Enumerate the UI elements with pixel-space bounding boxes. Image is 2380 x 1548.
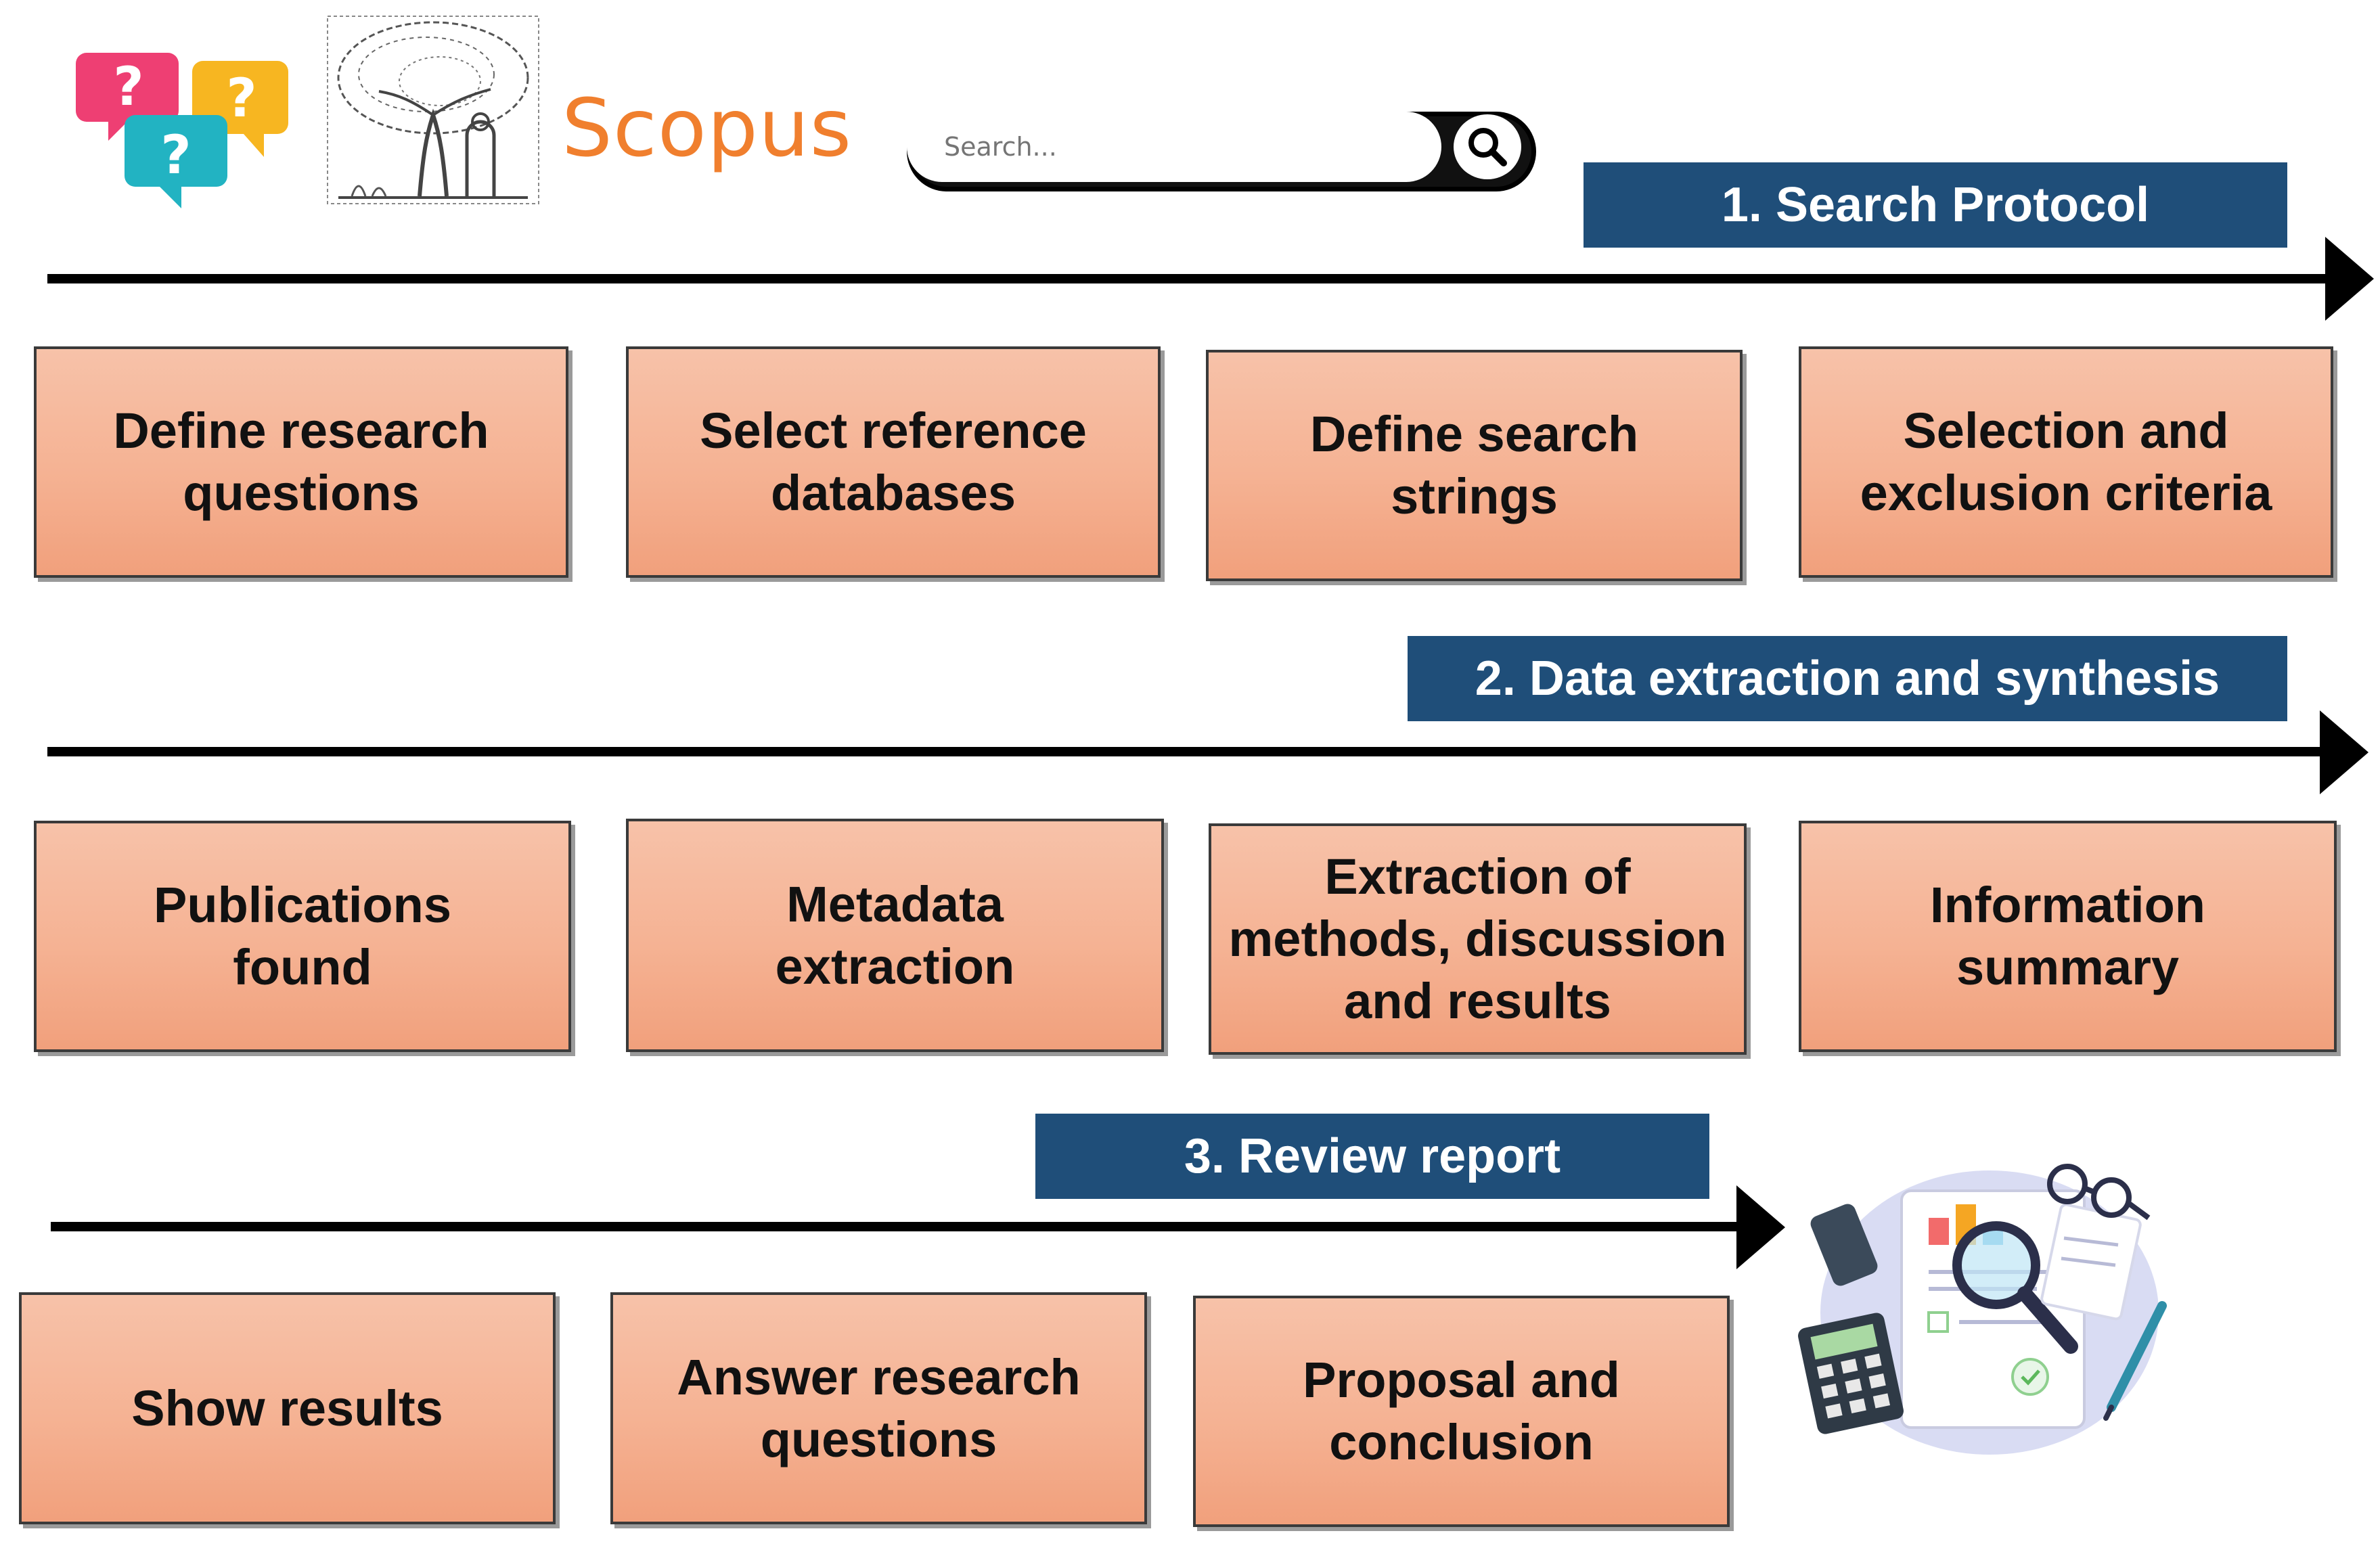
stage-arrow-1-head [2325, 237, 2374, 321]
stage-arrow-3-head [1736, 1185, 1785, 1269]
stage-banner-data-extraction: 2. Data extraction and synthesis [1408, 636, 2287, 721]
search-button[interactable] [1454, 114, 1521, 179]
stage-arrow-2-head [2320, 710, 2368, 794]
search-input[interactable] [907, 112, 1441, 182]
question-bubbles-icon: ? ? ? [76, 53, 288, 208]
step-define-search-strings: Define search strings [1206, 350, 1743, 581]
stage-arrow-1-line [47, 274, 2328, 283]
step-show-results: Show results [19, 1292, 556, 1524]
search-bar [907, 112, 1540, 197]
step-selection-exclusion-criteria: Selection and exclusion criteria [1799, 346, 2333, 578]
svg-text:?: ? [113, 57, 143, 118]
scopus-brand: Scopus [562, 81, 853, 175]
search-icon [1468, 128, 1507, 166]
step-proposal-conclusion: Proposal and conclusion [1193, 1296, 1730, 1527]
step-select-reference-databases: Select reference databases [626, 346, 1161, 578]
step-metadata-extraction: Metadata extraction [626, 819, 1164, 1052]
step-answer-research-questions: Answer research questions [610, 1292, 1147, 1524]
stage-arrow-2-line [47, 747, 2328, 756]
step-extraction-methods-results: Extraction of methods, discussion and re… [1209, 823, 1747, 1055]
elsevier-tree-logo [327, 16, 539, 204]
stage-banner-review-report: 3. Review report [1035, 1114, 1709, 1199]
svg-text:?: ? [226, 68, 256, 129]
stage-banner-search-protocol: 1. Search Protocol [1584, 162, 2287, 248]
svg-text:?: ? [160, 125, 191, 186]
report-analysis-illustration [1798, 1164, 2167, 1455]
stage-arrow-3-line [51, 1222, 1756, 1231]
step-define-research-questions: Define research questions [34, 346, 568, 578]
step-publications-found: Publications found [34, 821, 571, 1052]
step-information-summary: Information summary [1799, 821, 2337, 1052]
